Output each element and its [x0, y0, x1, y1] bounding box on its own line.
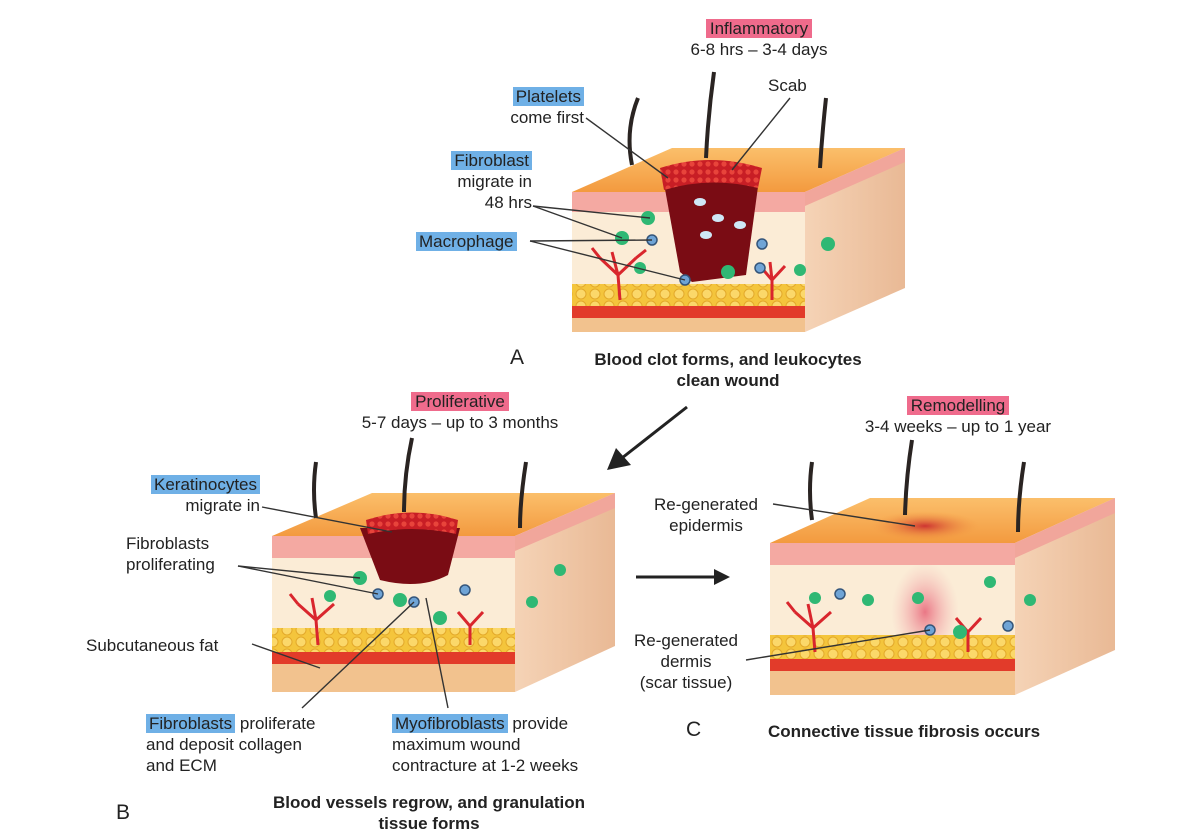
- keratinocytes-label: Keratinocytes migrate in: [128, 474, 260, 516]
- platelets-label: Platelets come first: [510, 87, 584, 127]
- keratinocytes-tag: Keratinocytes: [151, 475, 260, 494]
- phase-tag: Proliferative: [411, 392, 509, 411]
- caption-a: Blood clot forms, and leukocytes clean w…: [594, 350, 862, 390]
- phase-label-remodelling: Remodelling 3-4 weeks – up to 1 year: [830, 395, 1086, 437]
- leader-lines-b: [237, 506, 449, 709]
- phase-duration: 6-8 hrs – 3-4 days: [690, 40, 828, 59]
- fibroblasts-proliferating-label: Fibroblasts proliferating: [126, 534, 215, 574]
- myofibroblasts-label: Myofibroblasts provide maximum wound con…: [392, 714, 579, 775]
- platelets-tag: Platelets: [512, 87, 584, 106]
- fibroblasts-tag: Fibroblasts: [146, 714, 236, 733]
- skin-block-c: [770, 439, 1115, 695]
- myofibroblasts-tag: Myofibroblasts: [392, 714, 508, 733]
- leader-lines-a: [529, 97, 791, 281]
- phase-label-inflammatory: Inflammatory 6-8 hrs – 3-4 days: [680, 18, 838, 60]
- phase-tag: Inflammatory: [705, 19, 813, 38]
- macrophage-label: Macrophage: [416, 231, 517, 252]
- fibroblast-label: Fibroblast migrate in 48 hrs: [428, 150, 532, 213]
- phase-duration: 5-7 days – up to 3 months: [361, 413, 559, 432]
- panel-letter-a: A: [510, 346, 525, 369]
- phase-label-proliferative: Proliferative 5-7 days – up to 3 months: [328, 391, 592, 433]
- skin-block-b: [272, 437, 615, 692]
- panel-letter-c: C: [686, 718, 702, 741]
- macrophage-tag: Macrophage: [416, 232, 517, 251]
- fibroblasts-collagen-label: Fibroblasts proliferate and deposit coll…: [146, 714, 316, 775]
- caption-c: Connective tissue fibrosis occurs: [768, 722, 1041, 741]
- caption-b: Blood vessels regrow, and granulation ti…: [272, 793, 586, 833]
- regenerated-epidermis-label: Re-generated epidermis: [654, 495, 758, 535]
- leader-lines-c: [745, 503, 931, 661]
- fibroblast-tag: Fibroblast: [451, 151, 532, 170]
- scab-label: Scab: [768, 76, 807, 95]
- regenerated-dermis-label: Re-generated dermis (scar tissue): [634, 631, 738, 692]
- arrow-b-to-c: [636, 569, 730, 585]
- arrow-a-to-b: [607, 405, 688, 470]
- skin-block-a: [572, 71, 905, 332]
- phase-duration: 3-4 weeks – up to 1 year: [864, 417, 1052, 436]
- subcutaneous-fat-label: Subcutaneous fat: [86, 636, 219, 655]
- panel-letter-b: B: [116, 801, 131, 824]
- phase-tag: Remodelling: [906, 396, 1010, 415]
